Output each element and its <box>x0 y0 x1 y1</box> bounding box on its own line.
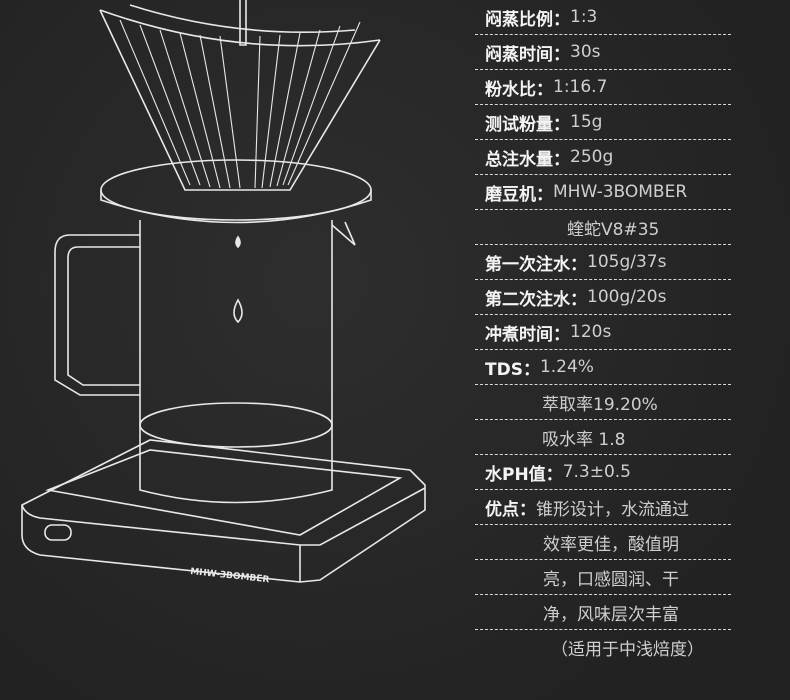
spec-value: 效率更佳，酸值明 <box>543 534 679 555</box>
spec-row-dose: 测试粉量：15g <box>475 105 731 140</box>
spec-row-advantages-cont: 净，风味层次丰富 <box>475 595 731 630</box>
spec-row-extraction: 萃取率19.20% <box>475 385 731 420</box>
spec-row-brew-time: 冲煮时间：120s <box>475 315 731 350</box>
spec-row-grinder-setting: 蝰蛇V8#35 <box>475 210 731 245</box>
spec-row-bloom-time: 闷蒸时间：30s <box>475 35 731 70</box>
spec-label: 第一次注水： <box>485 254 587 275</box>
spec-row-advantages-cont: 效率更佳，酸值明 <box>475 525 731 560</box>
spec-value: 净，风味层次丰富 <box>543 604 679 625</box>
spec-value: 30s <box>570 42 601 62</box>
spec-value: （适用于中浅焙度） <box>551 640 704 660</box>
spec-value: 锥形设计，水流通过 <box>536 499 689 520</box>
spec-value: 1:16.7 <box>553 77 608 97</box>
spec-row-roast-note: （适用于中浅焙度） <box>475 630 731 665</box>
spec-value: 亮，口感圆润、干 <box>543 569 679 590</box>
spec-row-grinder: 磨豆机：MHW-3BOMBER <box>475 175 731 210</box>
spec-label: 第二次注水： <box>485 289 587 310</box>
spec-row-total-water: 总注水量：250g <box>475 140 731 175</box>
spec-value: 1:3 <box>570 7 598 27</box>
spec-label: 冲煮时间： <box>485 324 570 345</box>
spec-label: 优点： <box>485 499 536 520</box>
spec-value: 1.24% <box>539 357 594 377</box>
spec-row-bloom-ratio: 闷蒸比例：1:3 <box>475 0 731 35</box>
spec-row-brew-ratio: 粉水比：1:16.7 <box>475 70 731 105</box>
spec-row-water-ph: 水PH值：7.3±0.5 <box>475 455 731 490</box>
spec-value: 105g/37s <box>587 252 667 272</box>
scale <box>21 439 426 583</box>
spec-row-first-pour: 第一次注水：105g/37s <box>475 245 731 280</box>
pour-over-illustration: MHW-3BOMBER <box>21 0 426 585</box>
spec-label: 闷蒸比例： <box>485 9 570 30</box>
spec-row-second-pour: 第二次注水：100g/20s <box>475 280 731 315</box>
spec-value: 7.3±0.5 <box>562 462 632 482</box>
spec-value: MHW-3BOMBER <box>553 182 688 202</box>
spec-row-absorption: 吸水率 1.8 <box>475 420 731 455</box>
spec-label: 粉水比： <box>485 79 553 100</box>
spec-value: 120s <box>570 322 612 342</box>
spec-label: 磨豆机： <box>485 184 553 205</box>
spec-label: 测试粉量： <box>485 114 570 135</box>
spec-value: 吸水率 1.8 <box>542 429 626 450</box>
spec-value: 蝰蛇V8#35 <box>567 219 660 240</box>
spec-row-advantages: 优点：锥形设计，水流通过 <box>475 490 731 525</box>
dripper <box>99 0 381 224</box>
spec-label: 闷蒸时间： <box>485 44 570 65</box>
spec-label: 水PH值： <box>485 464 563 485</box>
spec-value: 萃取率19.20% <box>542 394 658 415</box>
brew-specs-list: 闷蒸比例：1:3 闷蒸时间：30s 粉水比：1:16.7 测试粉量：15g 总注… <box>475 0 731 665</box>
scale-brand-text: MHW-3BOMBER <box>190 567 270 585</box>
spec-value: 250g <box>570 147 614 167</box>
spec-row-advantages-cont: 亮，口感圆润、干 <box>475 560 731 595</box>
spec-row-tds: TDS：1.24% <box>475 350 731 385</box>
spec-value: 15g <box>570 112 603 132</box>
spec-value: 100g/20s <box>587 287 667 307</box>
coffee-server <box>54 220 356 504</box>
spec-label: TDS： <box>485 359 540 380</box>
spec-label: 总注水量： <box>485 149 570 170</box>
